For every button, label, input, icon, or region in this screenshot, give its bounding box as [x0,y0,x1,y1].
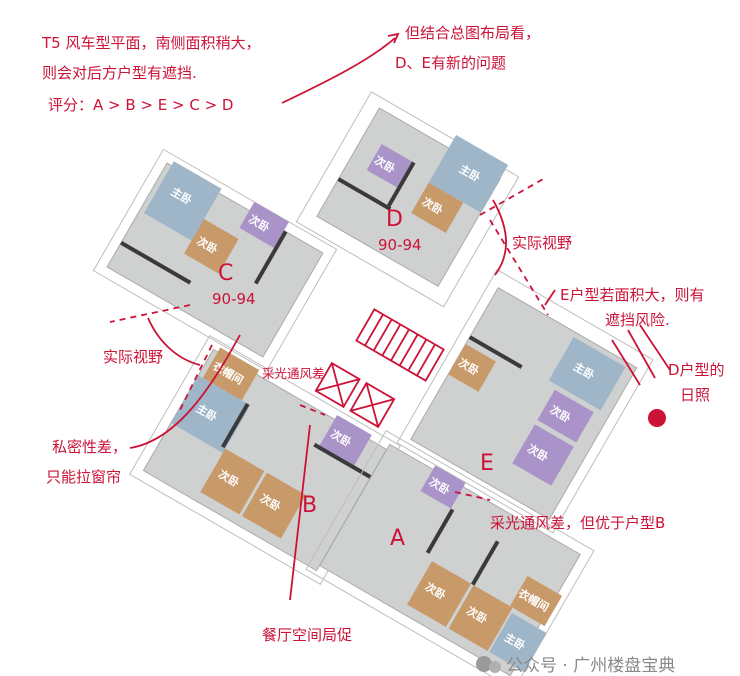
unit-d-label: D [386,207,403,232]
wechat-icon [476,656,492,672]
room-bedroom [241,472,306,539]
unit-b: 衣帽间 主卧 次卧 次卧 次卧 [129,335,401,585]
note-b-light: 采光通风差 [262,366,325,381]
view-arrow-d [479,177,546,216]
unit-a: 次卧 次卧 次卧 衣帽间 主卧 [305,430,595,676]
room-master [143,161,222,241]
unit-c-label: C [218,261,233,286]
unit-c: 主卧 次卧 次卧 [92,148,338,372]
room-bedroom [411,182,464,233]
privacy-arrow [129,334,241,449]
view-arrow-d2 [489,219,549,316]
note-overall-1: 但结合总图布局看， [405,24,540,42]
note-d-sun-2: 日照 [680,386,710,404]
unit-a-label: A [390,526,405,551]
sun-icon [648,409,666,427]
note-intro-2: 则会对后方户型有遮挡. [42,64,197,82]
room-bedroom [319,415,372,466]
a-light-arrow [454,491,491,501]
room-bedroom [448,344,497,392]
core-stairs [355,308,445,382]
note-privacy-1: 私密性差， [52,438,127,456]
note-intro-1: T5 风车型平面，南侧面积稍大， [41,34,260,52]
room-bedroom [239,201,289,248]
watermark: 公众号 · 广州楼盘宝典 [476,656,675,676]
unit-d: 主卧 次卧 次卧 [295,91,520,308]
room-bedroom [200,448,265,515]
note-score: 评分：A > B > E > C > D [48,96,233,114]
unit-c-area: 90-94 [212,290,256,308]
view-arrow-c [109,304,191,323]
unit-b-label: B [302,493,317,518]
unit-d-area: 90-94 [378,236,422,254]
room-bedroom [407,561,471,627]
room-closet [202,347,260,401]
note-view-c: 实际视野 [103,348,163,366]
room-master [548,337,626,411]
room-bedroom [512,424,574,486]
note-dining: 餐厅空间局促 [262,626,352,644]
room-bedroom [420,465,466,509]
unit-e-label: E [480,451,494,476]
room-bedroom [448,585,513,651]
unit-e: 主卧 次卧 次卧 次卧 [396,269,654,534]
room-bedroom [366,144,413,188]
note-overall-2: D、E有新的问题 [395,54,506,72]
note-d-sun-1: D户型的 [668,361,725,379]
room-closet [509,575,563,627]
curve-arrow [281,37,396,104]
note-privacy-2: 只能拉窗帘 [46,468,121,486]
room-master [428,135,509,213]
sun-rays [611,324,671,386]
dining-line [289,424,311,601]
core-elevators [314,361,396,429]
note-a-light: 采光通风差，但优于户型B [490,514,665,532]
watermark-text: 公众号 · 广州楼盘宝典 [506,656,675,676]
note-e-risk-1: E户型若面积大，则有 [560,286,704,304]
note-e-risk-2: 遮挡风险. [605,311,670,329]
room-bedroom [537,389,594,443]
room-bedroom [184,219,239,274]
note-view-d: 实际视野 [512,234,572,252]
room-master [489,612,547,672]
